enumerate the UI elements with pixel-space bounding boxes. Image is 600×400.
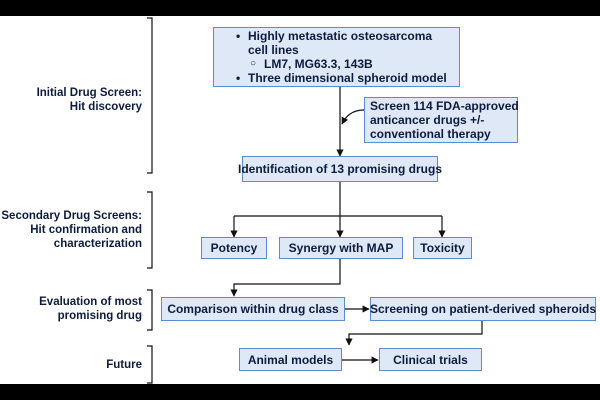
- animal-models-text: Animal models: [247, 352, 334, 367]
- clinical-trials-box: Clinical trials: [379, 348, 482, 371]
- patient-spheroids-text: Screening on patient-derived spheroids: [369, 302, 597, 316]
- synergy-box: Synergy with MAP: [279, 237, 403, 259]
- cell-lines-list: Highly metastatic osteosarcoma cell line…: [236, 29, 447, 85]
- section-bracket-initial: [147, 17, 153, 174]
- arrow-screen-to-main: [341, 109, 365, 125]
- section-label-initial: Initial Drug Screen: Hit discovery: [37, 86, 142, 114]
- toxicity-box: Toxicity: [413, 237, 472, 259]
- section-label-line: Evaluation of most: [39, 296, 142, 308]
- sub-bullet-cell-lines: LM7, MG63.3, 143B: [236, 57, 447, 71]
- clinical-trials-text: Clinical trials: [393, 352, 468, 367]
- comparison-box: Comparison within drug class: [161, 297, 345, 321]
- section-bracket-secondary: [147, 191, 153, 269]
- patient-spheroids-box: Screening on patient-derived spheroids: [370, 297, 596, 321]
- bullet-spheroid: Three dimensional spheroid model: [236, 71, 447, 85]
- section-label-secondary: Secondary Drug Screens: Hit confirmation…: [1, 209, 142, 251]
- toxicity-text: Toxicity: [420, 241, 465, 255]
- section-label-line: promising drug: [57, 310, 142, 322]
- synergy-text: Synergy with MAP: [288, 241, 394, 255]
- section-label-line: Initial Drug Screen:: [36, 87, 142, 99]
- potency-box: Potency: [201, 237, 267, 259]
- potency-text: Potency: [210, 241, 258, 255]
- cell-lines-box: Highly metastatic osteosarcoma cell line…: [213, 27, 460, 87]
- section-label-future: Future: [106, 358, 142, 372]
- identification-text: Identification of 13 promising drugs: [238, 162, 443, 176]
- screen-line: conventional therapy: [370, 127, 491, 141]
- bullet-text: cell lines: [248, 43, 299, 57]
- section-label-line: Future: [106, 359, 142, 371]
- screen-line: anticancer drugs +/-: [370, 113, 485, 127]
- screen-text: Screen 114 FDA-approved anticancer drugs…: [370, 99, 519, 141]
- section-label-evaluation: Evaluation of most promising drug: [39, 295, 142, 323]
- identification-box: Identification of 13 promising drugs: [238, 156, 442, 182]
- section-bracket-future: [147, 345, 153, 384]
- arrow-spheroids-to-animal: [345, 321, 483, 346]
- section-label-line: Hit confirmation and: [30, 224, 142, 236]
- screen-line: Screen 114 FDA-approved: [370, 99, 519, 113]
- comparison-text: Comparison within drug class: [167, 302, 339, 316]
- animal-models-box: Animal models: [239, 348, 342, 371]
- screen-box: Screen 114 FDA-approved anticancer drugs…: [364, 97, 519, 143]
- bullet-osteosarcoma: Highly metastatic osteosarcoma cell line…: [236, 29, 447, 57]
- arrow-synergy-to-comparison: [230, 259, 341, 297]
- section-label-line: Hit discovery: [69, 101, 142, 113]
- section-label-line: characterization: [53, 238, 142, 250]
- section-label-line: Secondary Drug Screens:: [1, 210, 142, 222]
- bullet-text: Highly metastatic osteosarcoma: [248, 29, 433, 43]
- sub-bullet-text: LM7, MG63.3, 143B: [264, 57, 373, 71]
- section-bracket-evaluation: [147, 289, 153, 331]
- bullet-text: Three dimensional spheroid model: [248, 71, 447, 85]
